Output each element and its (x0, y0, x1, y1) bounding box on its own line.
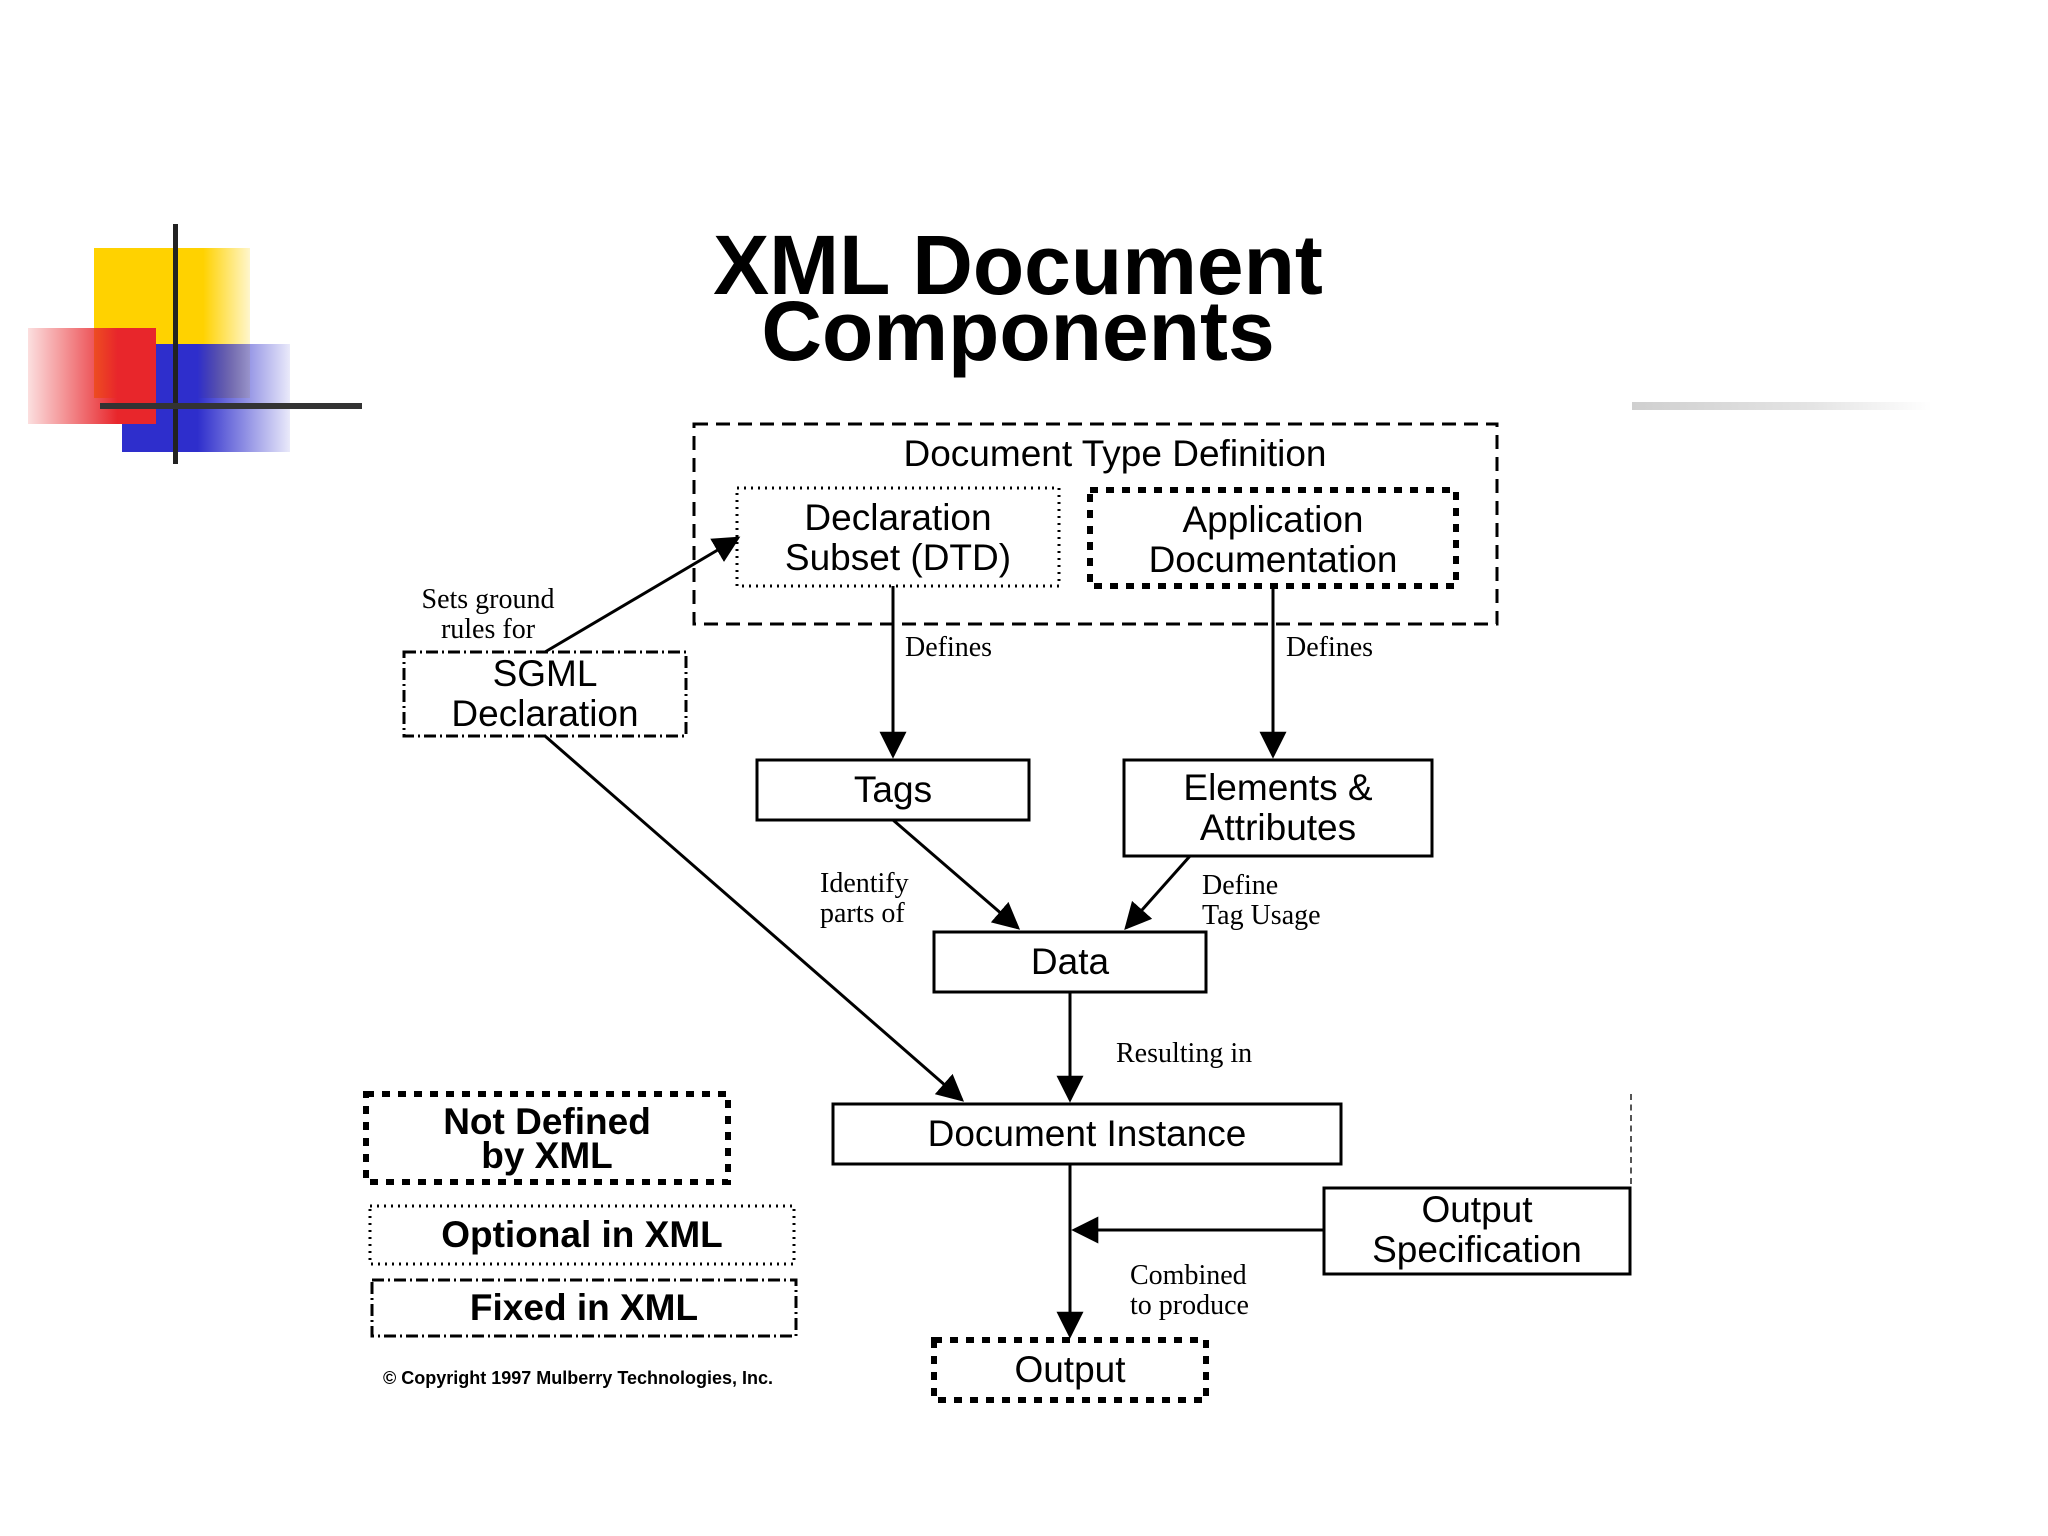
label-combined-line1: Combined (1130, 1260, 1247, 1291)
document-instance-box: Document Instance (831, 1102, 1343, 1166)
label-define-tag-usage-line2: Tag Usage (1202, 900, 1321, 931)
declaration-subset-line2: Subset (DTD) (785, 537, 1011, 578)
label-defines-left: Defines (905, 632, 992, 663)
label-combined-line2: to produce (1130, 1290, 1249, 1321)
tags-label: Tags (854, 769, 932, 810)
document-instance-label: Document Instance (928, 1113, 1247, 1154)
label-define-tag-usage-line1: Define (1202, 870, 1278, 901)
output-specification-box: Output Specification (1322, 1186, 1632, 1276)
label-sets-ground-rules-line2: rules for (441, 614, 536, 645)
label-defines-right: Defines (1286, 632, 1373, 663)
application-documentation-box: Application Documentation (1087, 487, 1459, 589)
slide-title-line1: XML Document (713, 218, 1323, 312)
declaration-subset-box: Declaration Subset (DTD) (735, 486, 1061, 588)
data-label: Data (1031, 941, 1110, 982)
dtd-group-label: Document Type Definition (904, 433, 1327, 474)
sgml-declaration-line2: Declaration (451, 693, 638, 734)
label-sets-ground-rules-line1: Sets ground (422, 584, 555, 615)
output-label: Output (1014, 1349, 1126, 1390)
arrow-tags-to-data (892, 818, 1021, 930)
label-resulting-in: Resulting in (1116, 1038, 1252, 1069)
output-specification-line2: Specification (1372, 1229, 1582, 1270)
legend-fixed: Fixed in XML (370, 1278, 798, 1338)
legend-fixed-label: Fixed in XML (470, 1287, 698, 1328)
legend-not-defined-line2: by XML (481, 1135, 613, 1176)
arrow-sgml-to-declaration-subset (544, 536, 741, 654)
arrow-elements-to-data (1124, 855, 1192, 931)
legend-not-defined: Not Defined by XML (363, 1091, 731, 1185)
declaration-subset-line1: Declaration (804, 497, 991, 538)
dtd-group: Document Type Definition (692, 422, 1499, 626)
slide-title-line2: Components (761, 284, 1274, 378)
application-documentation-line2: Documentation (1149, 539, 1398, 580)
legend-not-defined-line1: Not Defined (443, 1101, 651, 1142)
elements-attributes-line1: Elements & (1183, 767, 1373, 808)
arrow-sgml-to-document-instance (544, 734, 965, 1102)
decor-horizontal-line (100, 403, 362, 409)
output-specification-line1: Output (1421, 1189, 1533, 1230)
legend-optional-label: Optional in XML (441, 1214, 723, 1255)
decor-right-rule (1632, 402, 1932, 410)
elements-attributes-line2: Attributes (1200, 807, 1356, 848)
sgml-declaration-box: SGML Declaration (402, 650, 688, 738)
application-documentation-line1: Application (1182, 499, 1363, 540)
tags-box: Tags (755, 758, 1031, 822)
slide-edge-marker (1630, 1094, 1632, 1184)
legend-optional: Optional in XML (368, 1204, 796, 1266)
elements-attributes-box: Elements & Attributes (1122, 758, 1434, 858)
copyright-notice: © Copyright 1997 Mulberry Technologies, … (383, 1368, 773, 1388)
output-box: Output (931, 1337, 1209, 1403)
decor-vertical-line (173, 224, 178, 464)
label-identify-parts-line1: Identify (820, 868, 909, 899)
label-identify-parts-line2: parts of (820, 898, 905, 929)
sgml-declaration-line1: SGML (493, 653, 598, 694)
data-box: Data (932, 930, 1208, 994)
